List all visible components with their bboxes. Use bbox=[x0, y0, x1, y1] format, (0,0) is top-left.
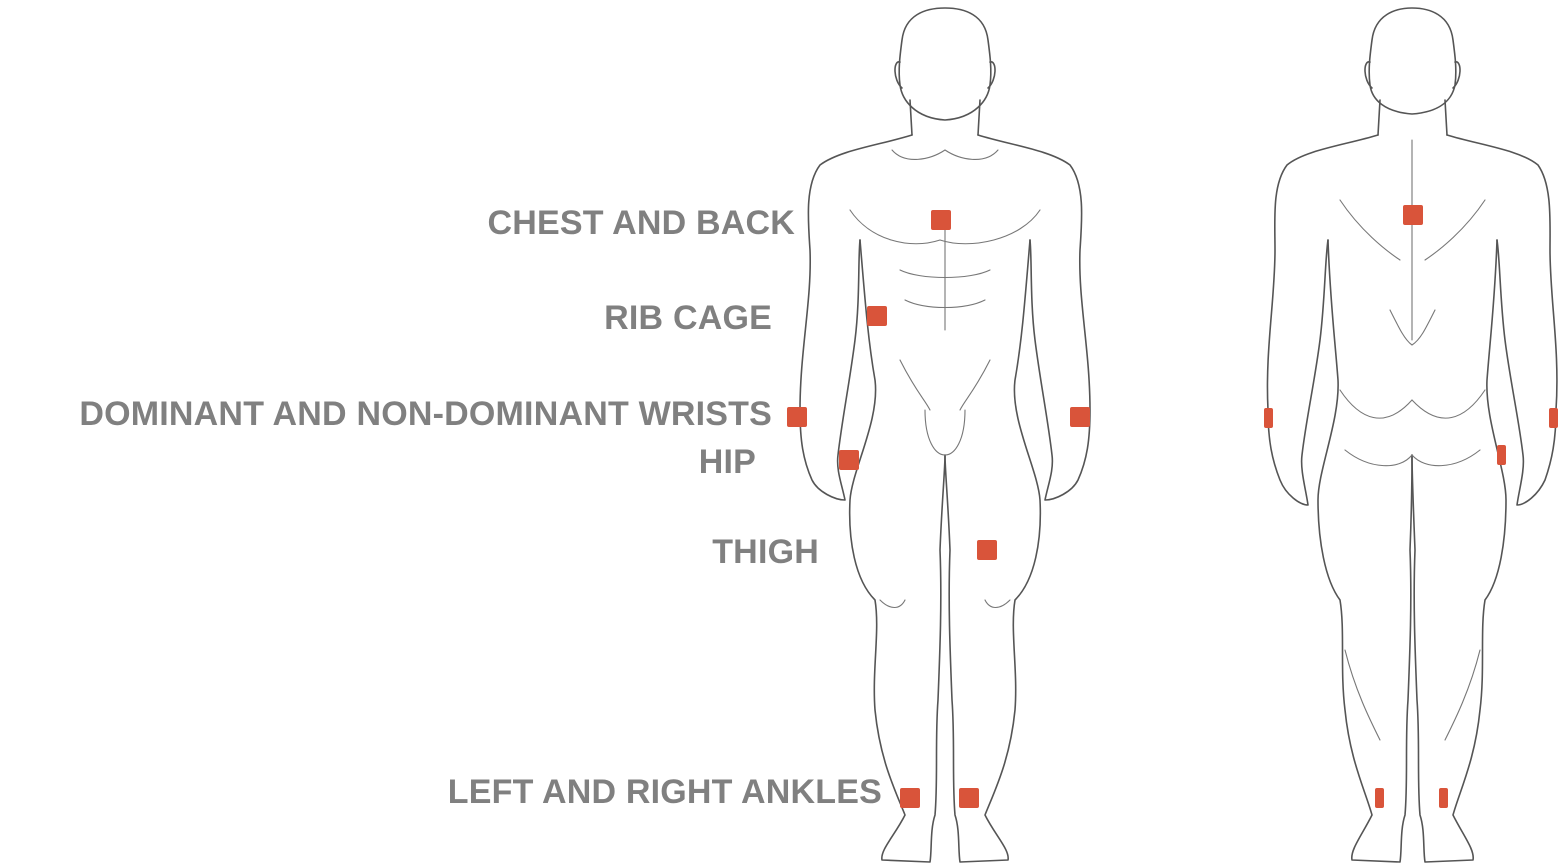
sensor-marker-ankle-right-front bbox=[959, 788, 979, 808]
sensor-marker-ankle-left-back bbox=[1375, 788, 1384, 808]
sensor-marker-chest bbox=[931, 210, 951, 230]
sensor-marker-wrist-left-front bbox=[787, 407, 807, 427]
sensor-marker-back bbox=[1403, 205, 1423, 225]
sensor-marker-hip-back bbox=[1497, 445, 1506, 465]
sensor-marker-thigh bbox=[977, 540, 997, 560]
sensor-marker-wrist-right-front bbox=[1070, 407, 1090, 427]
sensor-marker-wrist-right-back bbox=[1549, 408, 1558, 428]
sensor-marker-ankle-right-back bbox=[1439, 788, 1448, 808]
back-body-outline bbox=[1267, 8, 1557, 862]
sensor-marker-rib-cage bbox=[867, 306, 887, 326]
sensor-marker-hip bbox=[839, 450, 859, 470]
sensor-marker-ankle-left-front bbox=[900, 788, 920, 808]
sensor-marker-wrist-left-back bbox=[1264, 408, 1273, 428]
